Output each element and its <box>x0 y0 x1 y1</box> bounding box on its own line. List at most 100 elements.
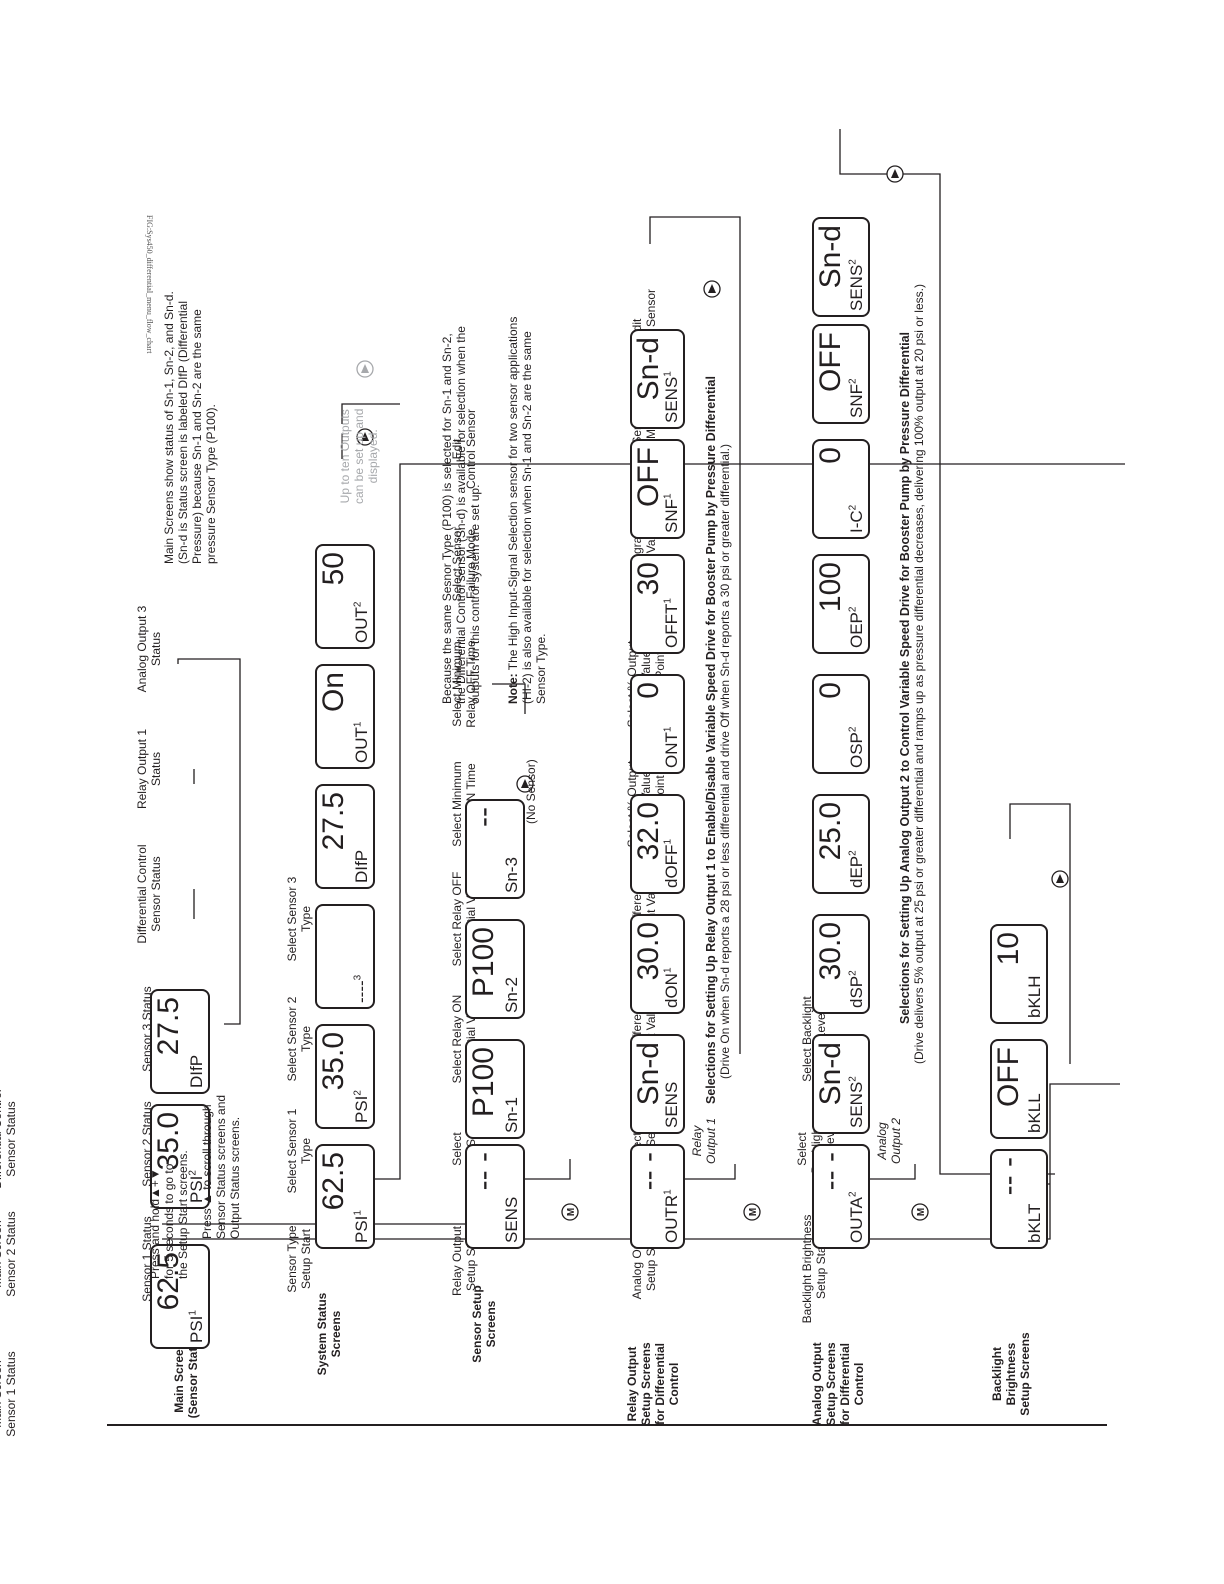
lcd-value: Sn-d <box>814 225 847 289</box>
lcd-value: Sn-d <box>632 1042 665 1106</box>
press-scroll-text: Press ▲ to scroll through Sensor Status … <box>200 1094 242 1239</box>
lcd-superscript: 2 <box>352 1090 364 1096</box>
lcd-value: -- - <box>632 1152 665 1191</box>
lcd-label-text: DIfP <box>352 849 371 883</box>
caption-c3: Differential Control Sensor Status <box>0 1089 18 1189</box>
lcd-value: 50 <box>317 552 350 586</box>
lcd-value: 62.5 <box>317 1152 350 1211</box>
lcd-label-text: bKLL <box>1025 1093 1044 1133</box>
lcd-value: Sn-d <box>632 337 665 401</box>
relay-title: Selections for Setting Up Relay Output 1… <box>704 376 718 1104</box>
lcd-label-text: bKLH <box>1025 975 1044 1018</box>
lcd-label-text: SENS <box>847 264 866 311</box>
because-text: Because the same Sesnor Type (P100) is s… <box>440 326 482 704</box>
lcd-screen-p1: -- -SENS <box>465 1144 525 1249</box>
lcd-superscript: 3 <box>352 974 364 981</box>
lcd-value: OFF <box>992 1047 1025 1107</box>
lcd-value: -- - <box>992 1157 1025 1196</box>
analog-subtitle: (Drive delivers 5% output at 25 psi or g… <box>912 284 926 1064</box>
because-note: Because the same Sesnor Type (P100) is s… <box>440 326 482 704</box>
m-icon-2: M <box>748 1208 759 1216</box>
row-label-analog: Analog Output Setup Screens for Differen… <box>810 1342 866 1426</box>
lcd-superscript: 1 <box>352 1210 364 1216</box>
figure-id: FIG:Sys450_differential_menu_flow_chart <box>145 215 154 354</box>
lcd-label: ONT1 <box>662 726 681 768</box>
lcd-screen-r1: -- -OUTR1 <box>630 1144 685 1249</box>
main-screens-text: Main Screens show status of Sn-1, Sn-2, … <box>162 291 218 564</box>
lcd-label-text: PSI <box>352 1095 371 1123</box>
lcd-superscript: 1 <box>187 1310 199 1316</box>
lcd-label-text: OUT <box>352 607 371 643</box>
relay-output-tag: Relay Output 1 <box>690 1118 718 1164</box>
no-sensor-label: (No Sensor) <box>524 759 538 824</box>
lcd-label: PSI1 <box>352 1210 371 1243</box>
lcd-label: PSI2 <box>352 1090 371 1123</box>
lcd-superscript: 1 <box>352 721 364 728</box>
analog-output-tag: Analog Output 2 <box>875 1118 903 1164</box>
lcd-label: ----3 <box>352 974 371 1003</box>
lcd-label-text: OFFT <box>662 603 681 648</box>
lcd-value: 100 <box>814 562 847 613</box>
lcd-label: dOFF1 <box>662 839 681 888</box>
lcd-value: On <box>317 672 350 713</box>
lcd-label-text: Sn-2 <box>502 977 521 1013</box>
lcd-label: dEP2 <box>847 850 866 888</box>
lcd-label: OUTR1 <box>662 1189 681 1243</box>
lcd-value: 27.5 <box>152 997 185 1056</box>
row-label-status: System Status Screens <box>315 1292 343 1376</box>
lcd-value: P100 <box>467 927 500 998</box>
lcd-label: OFFT1 <box>662 598 681 648</box>
lcd-label-text: dON <box>662 973 681 1008</box>
lcd-label-text: OUTA <box>847 1197 866 1243</box>
lcd-value: 32.0 <box>632 802 665 861</box>
lcd-label: SNF1 <box>662 493 681 533</box>
note-paragraph: Note: The High Input-Signal Selection se… <box>506 317 548 704</box>
lcd-screen-a1: -- -OUTA2 <box>812 1144 870 1249</box>
lcd-label: PSI1 <box>187 1310 206 1343</box>
lcd-superscript: 1 <box>662 726 674 733</box>
lcd-superscript: 2 <box>847 850 859 856</box>
lcd-label: OUTA2 <box>847 1191 866 1243</box>
lcd-label-text: SENS <box>662 376 681 423</box>
lcd-superscript: 2 <box>847 726 859 733</box>
lcd-label-text: OEP <box>847 612 866 648</box>
lcd-value: 10 <box>992 932 1025 966</box>
lcd-label-text: bKLT <box>1025 1203 1044 1243</box>
lcd-value: 0 <box>814 682 847 699</box>
lcd-label-text: dSP <box>847 975 866 1008</box>
row-label-backlight: Backlight Brightness Setup Screens <box>990 1332 1032 1416</box>
lcd-superscript: 2 <box>847 1076 859 1082</box>
lcd-superscript: 2 <box>847 259 859 265</box>
lcd-label: OUT2 <box>352 602 371 643</box>
lcd-value: P100 <box>467 1047 500 1118</box>
lcd-label: OEP2 <box>847 606 866 648</box>
lcd-superscript: 1 <box>662 493 674 499</box>
lcd-label: Sn-3 <box>502 857 521 893</box>
main-screens-note: Main Screens show status of Sn-1, Sn-2, … <box>162 291 218 564</box>
note-label: Note: <box>506 673 520 704</box>
analog-output-tag-text: Analog Output 2 <box>875 1117 903 1164</box>
m-icon-1: M <box>566 1208 577 1216</box>
lcd-label: I-C2 <box>847 505 866 533</box>
relay-subtitle: (Drive On when Sn-d reports a 28 psi or … <box>718 444 732 1079</box>
lcd-value: 0 <box>814 447 847 464</box>
lcd-superscript: 2 <box>847 606 859 613</box>
lcd-screen-p4: --Sn-3 <box>465 799 525 899</box>
lcd-value: 27.5 <box>317 792 350 851</box>
lcd-value: 35.0 <box>317 1032 350 1091</box>
lcd-label: Sn-2 <box>502 977 521 1013</box>
lcd-value: 30.0 <box>814 922 847 981</box>
lcd-label: bKLT <box>1025 1203 1044 1243</box>
lcd-superscript: 2 <box>847 1191 859 1198</box>
m-button-circles <box>561 1203 929 1221</box>
